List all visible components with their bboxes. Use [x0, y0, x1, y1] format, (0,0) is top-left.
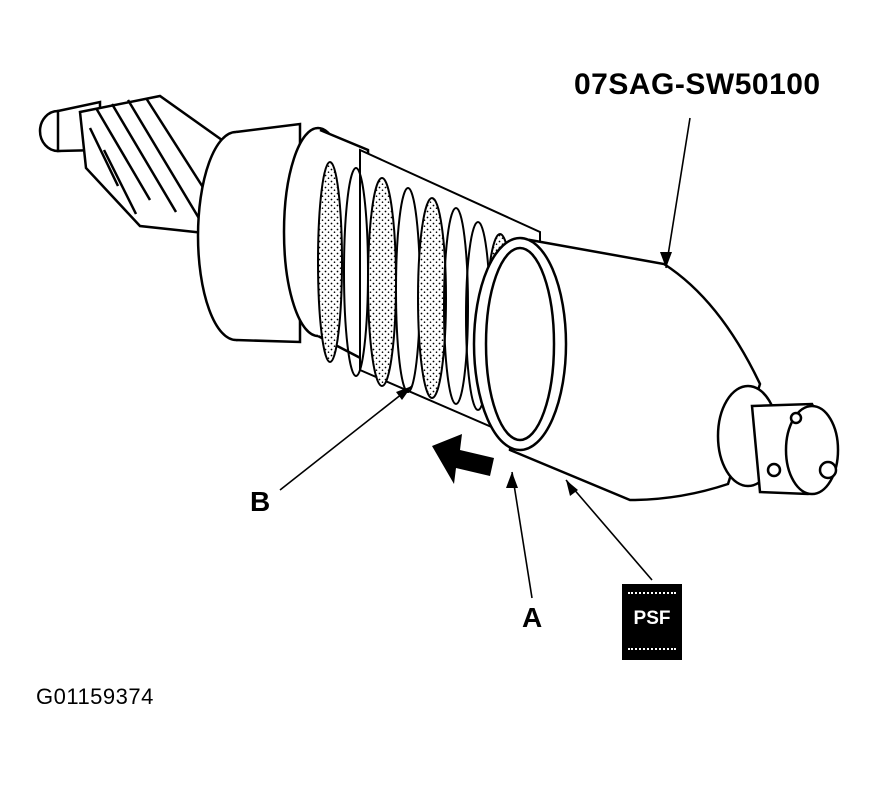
leader-psf — [565, 479, 653, 581]
figure-id-label: G01159374 — [36, 684, 154, 709]
tool-part-number-label: 07SAG-SW50100 — [574, 68, 821, 101]
leader-a — [511, 471, 533, 599]
leader-b — [279, 385, 413, 491]
badge-bottom-line — [628, 648, 676, 650]
badge-top-line — [628, 592, 676, 594]
pinion-teeth — [78, 94, 238, 238]
callout-b-label: B — [250, 486, 271, 517]
adjusting-nut — [750, 402, 840, 496]
leader-lines — [279, 117, 691, 599]
callout-a-label: A — [522, 602, 543, 633]
psf-badge-text: PSF — [633, 608, 671, 629]
seal-installer-tool — [472, 236, 780, 502]
psf-fluid-icon: PSF — [622, 584, 682, 660]
leader-part-number — [665, 117, 691, 269]
push-direction-arrow-icon — [432, 434, 494, 484]
